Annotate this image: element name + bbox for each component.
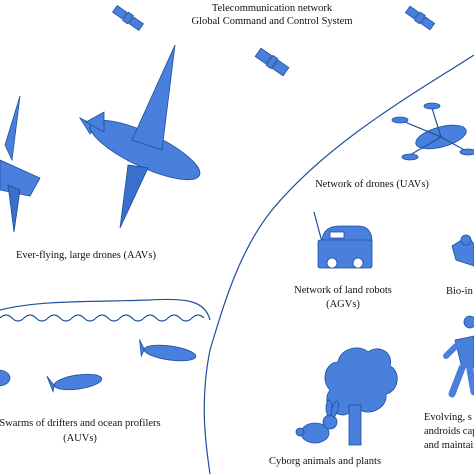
ocean-profiler-icon [0, 369, 11, 387]
ocean-profiler-icon [46, 373, 103, 393]
android-icon [443, 315, 474, 398]
evolving-label-line2: androids capa [424, 426, 474, 437]
evolving-label-line3: and maintain [424, 440, 474, 451]
aav-drone-icon [78, 44, 201, 229]
tree-icon [324, 347, 398, 446]
bio-inspired-robot-icon [451, 234, 474, 267]
aav-label: Ever-flying, large drones (AAVs) [16, 250, 156, 261]
uav-label: Network of drones (UAVs) [315, 179, 429, 190]
header-line2: Global Command and Control System [192, 16, 353, 27]
satellite-icon [254, 47, 290, 77]
agv-label-line1: Network of land robots [294, 285, 392, 296]
aav-drone-icon [0, 95, 41, 233]
cyborg-label: Cyborg animals and plants [269, 456, 381, 467]
land-region-boundary [203, 54, 474, 474]
satellite-icon [404, 5, 436, 31]
bio-label: Bio-in [446, 286, 474, 297]
auv-label-line1: Swarms of drifters and ocean profilers [0, 418, 161, 429]
ocean-profiler-icon [139, 339, 197, 362]
header-line1: Telecommunication network [212, 3, 333, 14]
quadcopter-icon [391, 102, 474, 161]
land-robot-icon [313, 211, 373, 269]
rabbit-icon [295, 399, 339, 444]
agv-label-line2: (AGVs) [326, 299, 360, 310]
ocean-wave-line [0, 314, 205, 322]
satellite-icon [112, 4, 144, 32]
auv-label-line2: (AUVs) [63, 433, 97, 444]
evolving-label-line1: Evolving, s [424, 412, 472, 423]
ocean-region-boundary [0, 298, 211, 321]
